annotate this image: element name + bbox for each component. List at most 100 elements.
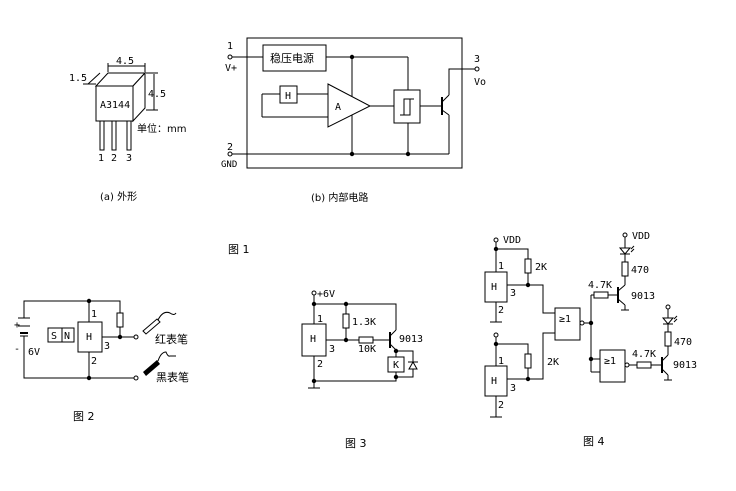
base-resistor-1: [593, 291, 609, 299]
dim-top-label: 4.5: [116, 56, 134, 67]
hall-sensor: [77, 321, 103, 353]
wire: [496, 248, 529, 259]
battery-voltage: 6V: [28, 347, 40, 358]
wire: [448, 68, 475, 95]
gate-1-inverter-bubble: [579, 320, 585, 326]
red-probe-terminal: [133, 334, 139, 340]
pin3-label: Vo: [474, 77, 486, 88]
pullup-resistor-2: [524, 353, 532, 369]
black-probe-label: 黑表笔: [156, 370, 189, 384]
vdd-label-1: VDD: [503, 235, 521, 246]
junction-dot: [117, 334, 123, 340]
junction-dot: [86, 298, 92, 304]
pin2-label: GND: [221, 160, 237, 170]
transistor-collector: [441, 94, 450, 103]
flyback-diode: [408, 360, 418, 370]
resistor-r2: [358, 336, 374, 344]
battery-plus: +: [14, 320, 20, 331]
fig2-caption: 图 2: [73, 410, 95, 423]
supply-label: +6V: [317, 289, 335, 300]
junction-dot: [86, 375, 92, 381]
transistor-label: 9013: [399, 334, 423, 345]
pin1-label: 1: [498, 356, 504, 367]
hall-label: H: [285, 91, 291, 102]
hysteresis-icon-part: [400, 98, 414, 116]
amplifier-label: A: [335, 102, 341, 113]
black-probe: [143, 360, 160, 376]
transistor-label-2: 9013: [673, 360, 697, 371]
magnet-n-label: N: [64, 331, 70, 342]
gate-2-inverter-bubble: [624, 362, 630, 368]
fig-4-logic-circuit: VDD H 1 2 3 2K H 1 2 3 2K ≥1: [484, 231, 697, 448]
led-2: [661, 317, 675, 325]
junction-dot: [343, 337, 349, 343]
black-probe-terminal: [133, 375, 139, 381]
fig3-caption: 图 3: [345, 437, 367, 450]
transistor-2-collector: [661, 354, 669, 362]
battery-minus: -: [14, 344, 20, 355]
vdd-terminal-2: [622, 232, 628, 238]
transistor-emitter: [441, 109, 450, 116]
fig-3-relay-circuit: +6V H 1 2 3 1.3K 10K 9013 K 图: [301, 289, 423, 450]
gate-1-label: ≥1: [559, 314, 571, 325]
gate-2-label: ≥1: [604, 356, 616, 367]
pullup-label-2: 2K: [547, 357, 559, 368]
base-resistor-label-2: 4.7K: [632, 349, 656, 360]
schmitt-trigger-block: [393, 89, 421, 124]
pin3-label: 3: [329, 344, 335, 355]
fig-a-package: A3144 1 2 3 4.5 1.5 4.5 单位：mm (a) 外形: [69, 56, 186, 203]
wire: [23, 336, 134, 379]
amplifier-triangle: [327, 83, 372, 128]
pin3-label: 3: [510, 383, 516, 394]
r1-label: 1.3K: [352, 317, 376, 328]
vdd-terminal: [493, 237, 499, 243]
pin3-label: 3: [510, 288, 516, 299]
pin-3-leg: [126, 120, 132, 151]
wire: [313, 356, 397, 382]
r2-label: 10K: [358, 344, 376, 355]
fig-a-caption: (a) 外形: [100, 191, 137, 203]
hall-label: H: [86, 332, 92, 343]
fig-b-internal-circuit: 1 V+ 稳压电源 H A 3 Vo: [221, 37, 486, 204]
hall-label: H: [310, 334, 316, 345]
pin2-number: 2: [227, 142, 233, 153]
junction-dot: [311, 301, 317, 307]
pin1-terminal: [227, 54, 233, 60]
led-resistor-2: [664, 331, 672, 347]
red-probe-label: 红表笔: [155, 332, 188, 346]
base-resistor-2: [636, 361, 652, 369]
pin1-number: 1: [227, 41, 233, 52]
vdd-label-2: VDD: [632, 231, 650, 242]
wire: [507, 332, 555, 380]
ic-outline: [246, 37, 463, 169]
pullup-label-1: 2K: [535, 262, 547, 273]
pin-1-leg: [99, 120, 105, 151]
led-2-light-icon: [673, 318, 678, 323]
pin2-terminal: [227, 151, 233, 157]
pin-1-label: 1: [98, 153, 104, 164]
pin2-label: 2: [91, 356, 97, 367]
regulator-block: [262, 44, 327, 72]
unit-label: 单位：mm: [137, 122, 186, 135]
wire: [23, 300, 121, 318]
junction-dot: [349, 151, 355, 157]
red-probe-cable: [157, 311, 177, 321]
supply-terminal: [311, 290, 317, 296]
base-resistor-label-1: 4.7K: [588, 280, 612, 291]
magnet-s-label: S: [51, 331, 57, 342]
pin2-label: 2: [317, 359, 323, 370]
relay-label: K: [393, 360, 399, 371]
pin3-number: 3: [474, 54, 480, 65]
wire: [496, 343, 529, 354]
led-2-light-icon: [673, 315, 678, 320]
dim-right-label: 4.5: [148, 89, 166, 100]
hall-label: H: [491, 376, 497, 387]
pin2-label: 2: [498, 400, 504, 411]
resistor-r1: [342, 313, 350, 329]
pin3-terminal: [474, 66, 480, 72]
transistor-1-collector: [617, 284, 626, 292]
transistor-1-emitter: [617, 298, 626, 306]
red-probe: [142, 318, 161, 335]
transistor-2-emitter: [661, 368, 669, 376]
